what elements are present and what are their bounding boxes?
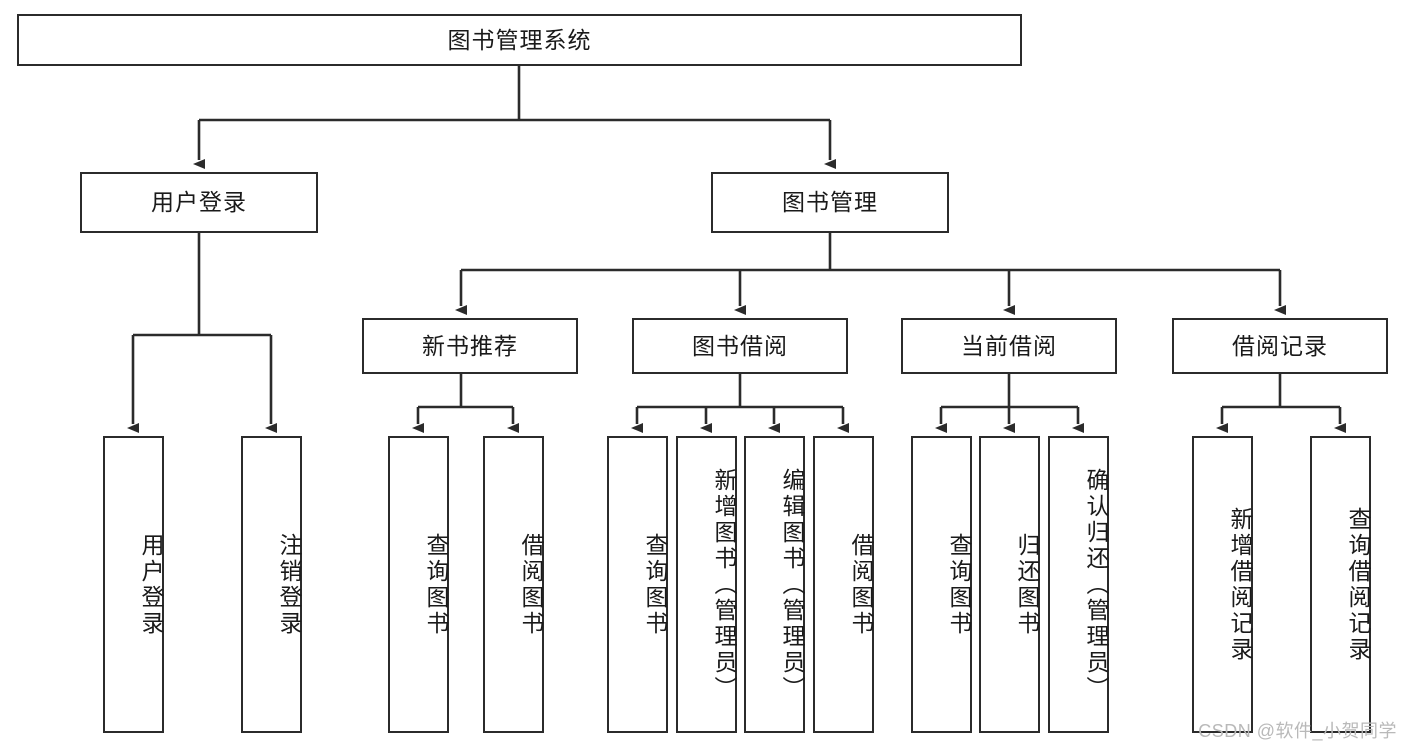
edges-borrow-record — [1216, 374, 1346, 433]
edges-user-login — [127, 233, 277, 433]
csdn-watermark: CSDN @软件_小贺同学 — [1198, 721, 1397, 741]
node-leaf-return-book-label: 归还图书 — [1014, 532, 1040, 637]
edges-current-borrow — [935, 374, 1084, 433]
node-leaf-confirm-return-label: 确认归还（管理员） — [1083, 467, 1109, 702]
node-leaf-borrow-book-2-label: 借阅图书 — [848, 532, 874, 637]
node-leaf-borrow-book-1[interactable]: 借阅图书 — [483, 436, 544, 733]
node-leaf-query-book-1-label: 查询图书 — [423, 532, 449, 637]
node-leaf-user-logout[interactable]: 注销登录 — [241, 436, 302, 733]
node-leaf-user-logout-label: 注销登录 — [276, 532, 302, 637]
edges-book-manage — [455, 233, 1286, 315]
node-current-borrow[interactable]: 当前借阅 — [901, 318, 1117, 374]
node-borrow-record-label: 借阅记录 — [1232, 332, 1328, 359]
node-leaf-edit-book-label: 编辑图书（管理员） — [779, 467, 805, 702]
node-leaf-query-book-1[interactable]: 查询图书 — [388, 436, 449, 733]
node-book-manage-label: 图书管理 — [782, 189, 878, 216]
node-current-borrow-label: 当前借阅 — [961, 332, 1057, 359]
node-leaf-user-login[interactable]: 用户登录 — [103, 436, 164, 733]
edges-root — [193, 66, 836, 169]
node-borrow-record[interactable]: 借阅记录 — [1172, 318, 1388, 374]
node-leaf-user-login-label: 用户登录 — [138, 532, 164, 637]
node-leaf-query-book-2-label: 查询图书 — [642, 532, 668, 637]
node-leaf-query-book-2[interactable]: 查询图书 — [607, 436, 668, 733]
node-leaf-confirm-return[interactable]: 确认归还（管理员） — [1048, 436, 1109, 733]
edges-book-borrow — [631, 374, 849, 433]
node-book-manage[interactable]: 图书管理 — [711, 172, 949, 233]
node-leaf-borrow-book-2[interactable]: 借阅图书 — [813, 436, 874, 733]
node-root[interactable]: 图书管理系统 — [17, 14, 1022, 66]
node-user-login[interactable]: 用户登录 — [80, 172, 318, 233]
node-leaf-query-book-3[interactable]: 查询图书 — [911, 436, 972, 733]
node-leaf-return-book[interactable]: 归还图书 — [979, 436, 1040, 733]
node-leaf-add-book[interactable]: 新增图书（管理员） — [676, 436, 737, 733]
node-book-borrow[interactable]: 图书借阅 — [632, 318, 848, 374]
node-user-login-label: 用户登录 — [151, 189, 247, 216]
node-leaf-query-record[interactable]: 查询借阅记录 — [1310, 436, 1371, 733]
node-leaf-edit-book[interactable]: 编辑图书（管理员） — [744, 436, 805, 733]
node-book-borrow-label: 图书借阅 — [692, 332, 788, 359]
node-leaf-borrow-book-1-label: 借阅图书 — [518, 532, 544, 637]
node-new-book-recommend[interactable]: 新书推荐 — [362, 318, 578, 374]
node-leaf-add-record[interactable]: 新增借阅记录 — [1192, 436, 1253, 733]
edges-new-book-recommend — [412, 374, 519, 433]
node-root-label: 图书管理系统 — [447, 26, 592, 53]
node-leaf-query-book-3-label: 查询图书 — [946, 532, 972, 637]
node-leaf-add-book-label: 新增图书（管理员） — [711, 467, 737, 702]
node-leaf-add-record-label: 新增借阅记录 — [1227, 506, 1253, 663]
node-leaf-query-record-label: 查询借阅记录 — [1345, 506, 1371, 663]
node-new-book-recommend-label: 新书推荐 — [422, 332, 518, 359]
